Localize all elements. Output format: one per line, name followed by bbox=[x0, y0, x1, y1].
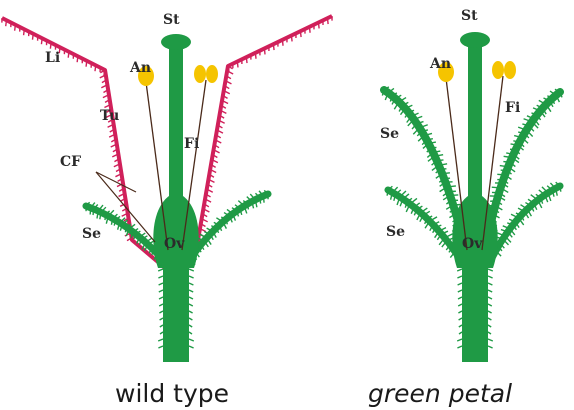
ovary bbox=[153, 192, 198, 268]
wild-type-diagram: St Li An Tu Fi CF Se Ov wild type bbox=[2, 12, 332, 408]
pedicel-hair bbox=[488, 304, 492, 306]
style bbox=[169, 42, 183, 200]
pedicel-hair bbox=[459, 332, 462, 334]
style-green-petal bbox=[468, 40, 482, 200]
pedicel-hair bbox=[189, 318, 192, 320]
label-stigma: St bbox=[163, 12, 180, 28]
pedicel-hair bbox=[488, 332, 491, 334]
label-ovary: Ov bbox=[164, 236, 185, 252]
pedicel-hair bbox=[488, 318, 491, 320]
green-petal-diagram: St An Fi Se Se Ov green petal bbox=[368, 8, 562, 408]
label-filament-green-petal: Fi bbox=[505, 100, 520, 116]
pedicel-hair bbox=[158, 339, 163, 341]
pedicel-hair bbox=[160, 325, 163, 327]
pedicel-hair bbox=[457, 339, 462, 341]
ovary-green-petal bbox=[452, 192, 497, 268]
pedicel-hair bbox=[488, 276, 493, 278]
pedicel-hair bbox=[189, 276, 194, 278]
pedicel-hair bbox=[459, 318, 462, 320]
anther-right-a-green-petal bbox=[492, 61, 504, 79]
pedicel-hair bbox=[160, 332, 163, 334]
pedicel-hair bbox=[457, 269, 462, 271]
pedicel-hair bbox=[459, 325, 462, 327]
pedicel-hair bbox=[458, 304, 462, 306]
pedicel-hair bbox=[488, 269, 493, 271]
pedicel-hair bbox=[189, 297, 193, 299]
pedicel-hair bbox=[458, 283, 462, 285]
anther-right-b bbox=[206, 65, 218, 83]
caption-green-petal: green petal bbox=[368, 379, 512, 408]
pedicel-hair bbox=[159, 297, 163, 299]
label-stigma-green-petal: St bbox=[461, 8, 478, 24]
pedicel-hair bbox=[488, 283, 492, 285]
caption-wild-type: wild type bbox=[115, 379, 229, 408]
cf-pointer-upper bbox=[96, 172, 136, 192]
pedicel-hair bbox=[158, 269, 163, 271]
pedicel-hair bbox=[189, 304, 193, 306]
label-sepal-upper: Se bbox=[380, 126, 399, 142]
pedicel-hair bbox=[488, 339, 493, 341]
pedicel-hair bbox=[457, 346, 462, 348]
pedicel-hair bbox=[189, 269, 194, 271]
label-corolla-fusion: CF bbox=[60, 154, 81, 170]
pedicel-hair bbox=[159, 283, 163, 285]
anther-right-b-green-petal bbox=[504, 61, 516, 79]
pedicel-hair bbox=[458, 290, 462, 292]
label-filament: Fi bbox=[184, 136, 199, 152]
pedicel-hair bbox=[189, 311, 193, 313]
pedicel-hair bbox=[458, 297, 462, 299]
pedicel-hair bbox=[488, 346, 493, 348]
label-sepal-lower: Se bbox=[386, 224, 405, 240]
pedicel-hair bbox=[158, 346, 163, 348]
pedicel-hair bbox=[189, 325, 192, 327]
label-tube: Tu bbox=[100, 108, 119, 124]
pedicel-hair bbox=[160, 318, 163, 320]
pedicel-hair bbox=[458, 311, 462, 313]
pedicel-hair bbox=[488, 311, 492, 313]
pedicel-hair bbox=[159, 290, 163, 292]
label-sepal: Se bbox=[82, 226, 101, 242]
pedicel-hair bbox=[189, 283, 193, 285]
stigma bbox=[161, 34, 191, 50]
pedicel-hair bbox=[159, 311, 163, 313]
stigma-green-petal bbox=[460, 32, 490, 48]
label-limb: Li bbox=[45, 50, 60, 66]
pedicel-hair bbox=[189, 346, 194, 348]
pedicel-hair bbox=[158, 276, 163, 278]
pedicel-hair bbox=[488, 325, 491, 327]
pedicel-hair bbox=[457, 276, 462, 278]
pedicel-hair bbox=[189, 290, 193, 292]
label-ovary-green-petal: Ov bbox=[462, 236, 483, 252]
label-anther-green-petal: An bbox=[429, 56, 451, 72]
pedicel-hair bbox=[488, 290, 492, 292]
pedicel-hair bbox=[159, 304, 163, 306]
pedicel-hair bbox=[189, 332, 192, 334]
anther-right-a bbox=[194, 65, 206, 83]
pedicel-hair bbox=[189, 339, 194, 341]
label-anther: An bbox=[129, 60, 151, 76]
pedicel-hair bbox=[488, 297, 492, 299]
